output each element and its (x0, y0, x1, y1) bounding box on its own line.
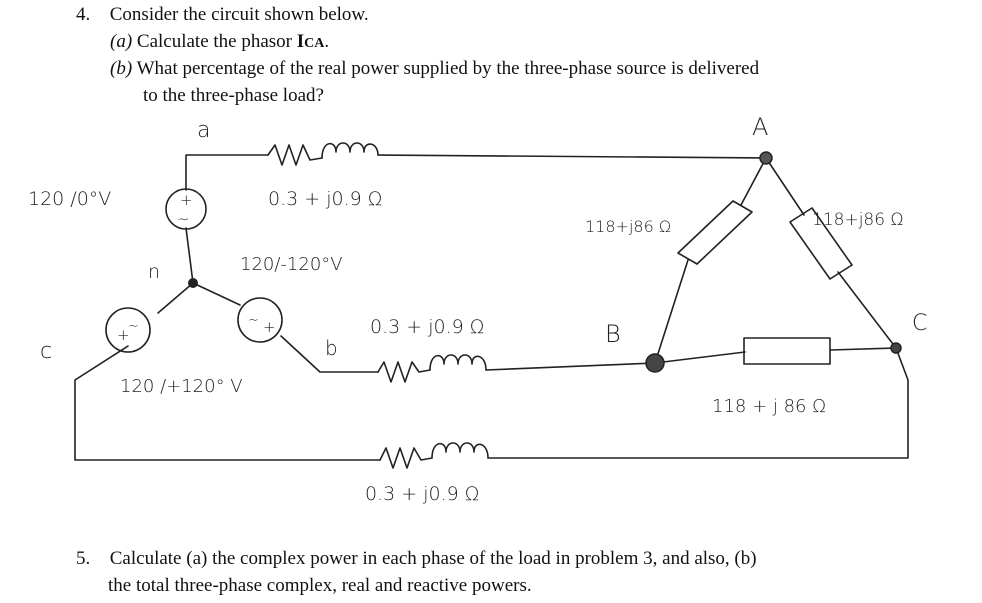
wire-B-to-load-bc (654, 351, 746, 364)
source-a-plus-icon: + (180, 191, 193, 209)
line-c-inductor (431, 442, 489, 459)
source-a-circle (165, 188, 207, 230)
line-c-impedance-label: 0.3 + j0.9 Ω (365, 483, 479, 505)
problem-5-line1: 5. Calculate (a) the complex power in ea… (76, 548, 757, 570)
line-a-resistor (267, 144, 323, 166)
neutral-node-dot (188, 278, 198, 288)
problem-4-number: 4. (76, 4, 91, 25)
source-b-tilde-icon: ~ (248, 313, 259, 328)
load-ac-box (789, 207, 853, 280)
part-b-label: (b) (110, 58, 133, 79)
wire-A-to-load-ac-top (765, 157, 805, 216)
load-bc-box (743, 337, 831, 365)
load-bc-impedance-label: 118 + j 86 Ω (712, 396, 826, 417)
part-a-subscript: CA (304, 36, 325, 51)
node-b-label: b (325, 336, 338, 360)
problem-4-part-b-line1: (b) What percentage of the real power su… (110, 58, 759, 80)
wire-load-ac-to-C (837, 271, 897, 349)
part-a-phasor: I (296, 31, 305, 52)
node-c-label: c (40, 339, 52, 364)
problem-4-intro: Consider the circuit shown below. (109, 4, 369, 25)
source-b-plus-icon: + (263, 318, 276, 336)
wire-source-b-out (280, 335, 379, 373)
load-ab-box (677, 200, 753, 265)
part-b-text-line1: What percentage of the real power suppli… (136, 58, 760, 79)
source-c-tilde-icon: ~ (128, 319, 139, 334)
node-A-dot (759, 151, 773, 165)
neutral-label: n (148, 261, 160, 283)
source-c-circle (105, 307, 151, 353)
wire-line-c-to-C (487, 347, 909, 459)
problem-4-intro-line: 4. Consider the circuit shown below. (76, 4, 369, 26)
line-b-resistor (377, 361, 431, 383)
part-a-end: . (324, 31, 330, 52)
source-a-voltage-label: 120 /0°V (28, 188, 111, 210)
part-a-label: (a) (110, 31, 133, 52)
wire-neutral-to-source-b (192, 282, 241, 306)
problem-5-line2: the total three-phase complex, real and … (108, 575, 532, 596)
line-a-inductor (321, 142, 379, 159)
problem-5-text-line1: Calculate (a) the complex power in each … (109, 548, 757, 569)
wire-source-c-down (74, 345, 381, 461)
wire-load-ab-to-B (654, 259, 689, 364)
load-ac-impedance-label: 118+j86 Ω (812, 210, 903, 230)
part-a-text: Calculate the phasor (136, 31, 297, 52)
problem-4-part-a: (a) Calculate the phasor ICA. (110, 31, 329, 53)
node-a-label: a (197, 118, 210, 143)
load-node-B-label: B (605, 320, 621, 348)
wire-A-to-load-ab-top (740, 157, 767, 206)
problem-4-part-b-line2: to the three-phase load? (143, 85, 324, 106)
source-a-tilde-icon: ~ (177, 210, 190, 228)
source-b-voltage-label: 120/-120°V (240, 254, 343, 275)
source-c-voltage-label: 120 /+120° V (120, 376, 243, 397)
node-B-dot (645, 353, 665, 373)
node-C-dot (890, 342, 902, 354)
load-node-A-label: A (752, 113, 768, 141)
source-b-circle (237, 297, 283, 343)
wire-neutral-to-source-c (157, 282, 194, 314)
wire-load-bc-to-C (829, 347, 897, 351)
load-node-C-label: C (912, 311, 927, 336)
line-c-resistor (379, 447, 433, 469)
problem-5-number: 5. (76, 548, 91, 569)
wire-line-a-to-A (377, 154, 767, 159)
wire-line-b-to-B (485, 362, 656, 371)
line-b-inductor (429, 354, 487, 371)
line-b-impedance-label: 0.3 + j0.9 Ω (370, 316, 484, 338)
source-c-plus-icon: + (117, 326, 130, 344)
load-ab-impedance-label: 118+j86 Ω (585, 217, 671, 236)
wire-source-a-up (185, 154, 269, 191)
line-a-impedance-label: 0.3 + j0.9 Ω (268, 188, 382, 210)
wire-source-a-to-neutral (185, 227, 194, 284)
